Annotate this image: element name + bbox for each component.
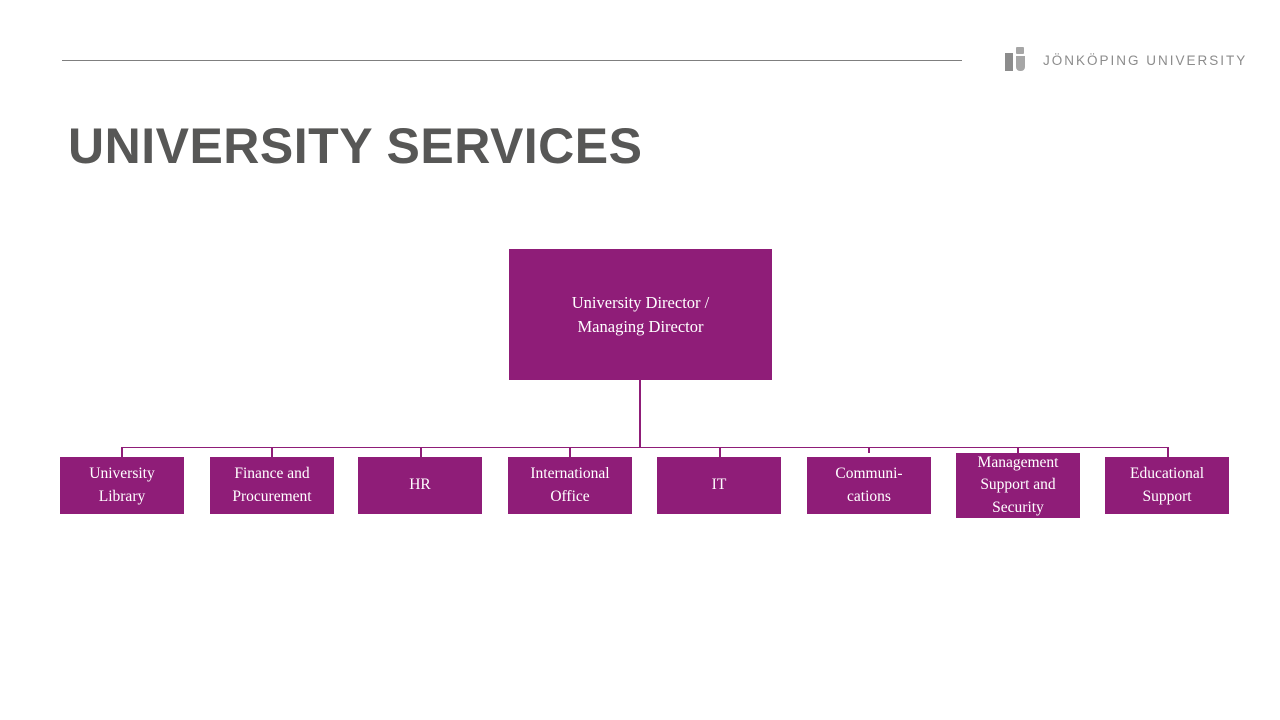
connector-root-trunk	[639, 380, 641, 448]
org-node-hr[interactable]: HR	[358, 457, 482, 514]
connector-drop-7	[1017, 447, 1019, 453]
connector-drop-3	[420, 447, 422, 457]
org-node-label: University Director / Managing Director	[571, 292, 710, 336]
connector-horizontal-bus	[121, 447, 1169, 448]
org-node-label: Management Support and Security	[977, 453, 1059, 516]
org-node-label: IT	[711, 476, 727, 494]
brand-wordmark: JÖNKÖPING UNIVERSITY	[1043, 52, 1248, 68]
connector-drop-2	[271, 447, 273, 457]
connector-drop-4	[569, 447, 571, 457]
org-node-communications[interactable]: Communi- cations	[807, 457, 931, 514]
org-node-label: Finance and Procurement	[232, 465, 312, 505]
org-node-management-support-and-security[interactable]: Management Support and Security	[956, 453, 1080, 518]
org-node-label: HR	[409, 476, 431, 494]
org-node-university-library[interactable]: University Library	[60, 457, 184, 514]
brand-logo: JÖNKÖPING UNIVERSITY	[1004, 46, 1247, 74]
header-divider	[62, 60, 962, 61]
logo-body-shape	[1016, 56, 1025, 71]
org-node-finance-and-procurement[interactable]: Finance and Procurement	[210, 457, 334, 514]
org-node-label: University Library	[89, 465, 155, 505]
logo-bar-shape	[1005, 53, 1013, 71]
org-node-educational-support[interactable]: Educational Support	[1105, 457, 1229, 514]
connector-drop-6	[868, 447, 870, 453]
org-node-it[interactable]: IT	[657, 457, 781, 514]
logo-dot-shape	[1016, 47, 1024, 54]
connector-drop-5	[719, 447, 721, 457]
org-node-international-office[interactable]: International Office	[508, 457, 632, 514]
org-node-label: Communi- cations	[835, 465, 903, 505]
page-title: UNIVERSITY SERVICES	[68, 117, 643, 174]
org-node-label: Educational Support	[1129, 465, 1205, 505]
org-node-university-director[interactable]: University Director / Managing Director	[509, 249, 772, 380]
org-node-label: International Office	[530, 465, 610, 505]
connector-drop-8	[1167, 447, 1169, 457]
connector-drop-1	[121, 447, 123, 457]
jonkoping-university-j-mark-icon	[1004, 46, 1030, 74]
